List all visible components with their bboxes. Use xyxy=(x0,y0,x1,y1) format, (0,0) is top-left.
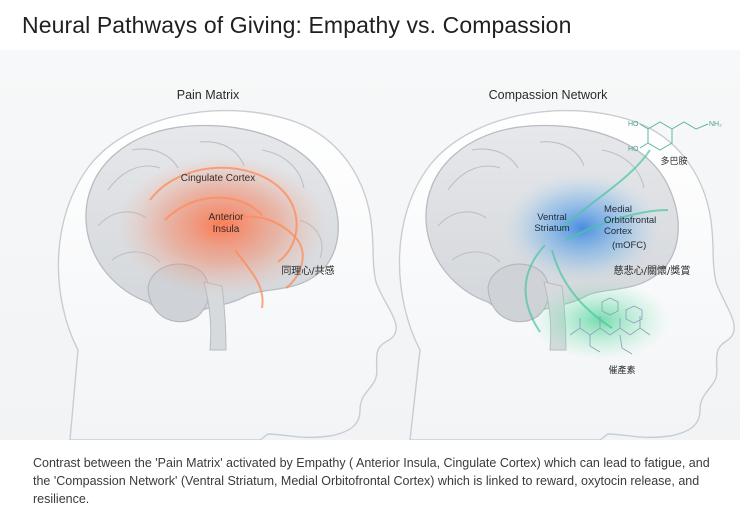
brain-comparison-illustration: Pain Matrix Cingulate Cortex Anterior In… xyxy=(57,88,735,440)
dopamine-nh2: NH₂ xyxy=(709,121,722,128)
right-head: Compassion Network Ventral Striatum Medi… xyxy=(398,88,735,440)
figure-caption: Contrast between the 'Pain Matrix' activ… xyxy=(33,456,710,506)
label-compassion-cjk: 慈悲心/關懷/獎賞 xyxy=(614,264,691,277)
left-heading: Pain Matrix xyxy=(177,88,240,102)
right-reward-glow xyxy=(504,173,660,283)
left-head: Pain Matrix Cingulate Cortex Anterior In… xyxy=(57,88,397,440)
dopamine-ho-2: HO xyxy=(628,146,639,153)
page-title: Neural Pathways of Giving: Empathy vs. C… xyxy=(22,12,572,38)
label-mofc-line2: Orbitofrontal xyxy=(604,215,656,226)
dopamine-ho-1: HO xyxy=(628,121,639,128)
dopamine-label: 多巴胺 xyxy=(660,155,687,167)
right-pathways xyxy=(524,149,669,333)
left-pathways xyxy=(149,166,304,309)
label-empathy-cjk: 同理心/共感 xyxy=(281,264,334,277)
label-anterior-insula-line1: Anterior xyxy=(208,212,244,223)
right-brain-gyri xyxy=(437,141,645,263)
label-mofc-line4: (mOFC) xyxy=(612,240,646,251)
oxytocin-molecule xyxy=(569,297,651,355)
label-ventral-striatum-line1: Ventral xyxy=(537,212,567,223)
label-ventral-striatum-line2: Striatum xyxy=(534,223,569,234)
right-heading: Compassion Network xyxy=(489,88,609,102)
label-cingulate-cortex: Cingulate Cortex xyxy=(181,173,255,184)
label-anterior-insula-line2: Insula xyxy=(213,224,240,235)
dopamine-molecule xyxy=(639,121,709,151)
left-brainstem xyxy=(203,281,227,351)
oxytocin-label: 催產素 xyxy=(608,364,635,376)
label-mofc-line3: Cortex xyxy=(604,226,632,237)
label-mofc-line1: Medial xyxy=(604,204,632,215)
